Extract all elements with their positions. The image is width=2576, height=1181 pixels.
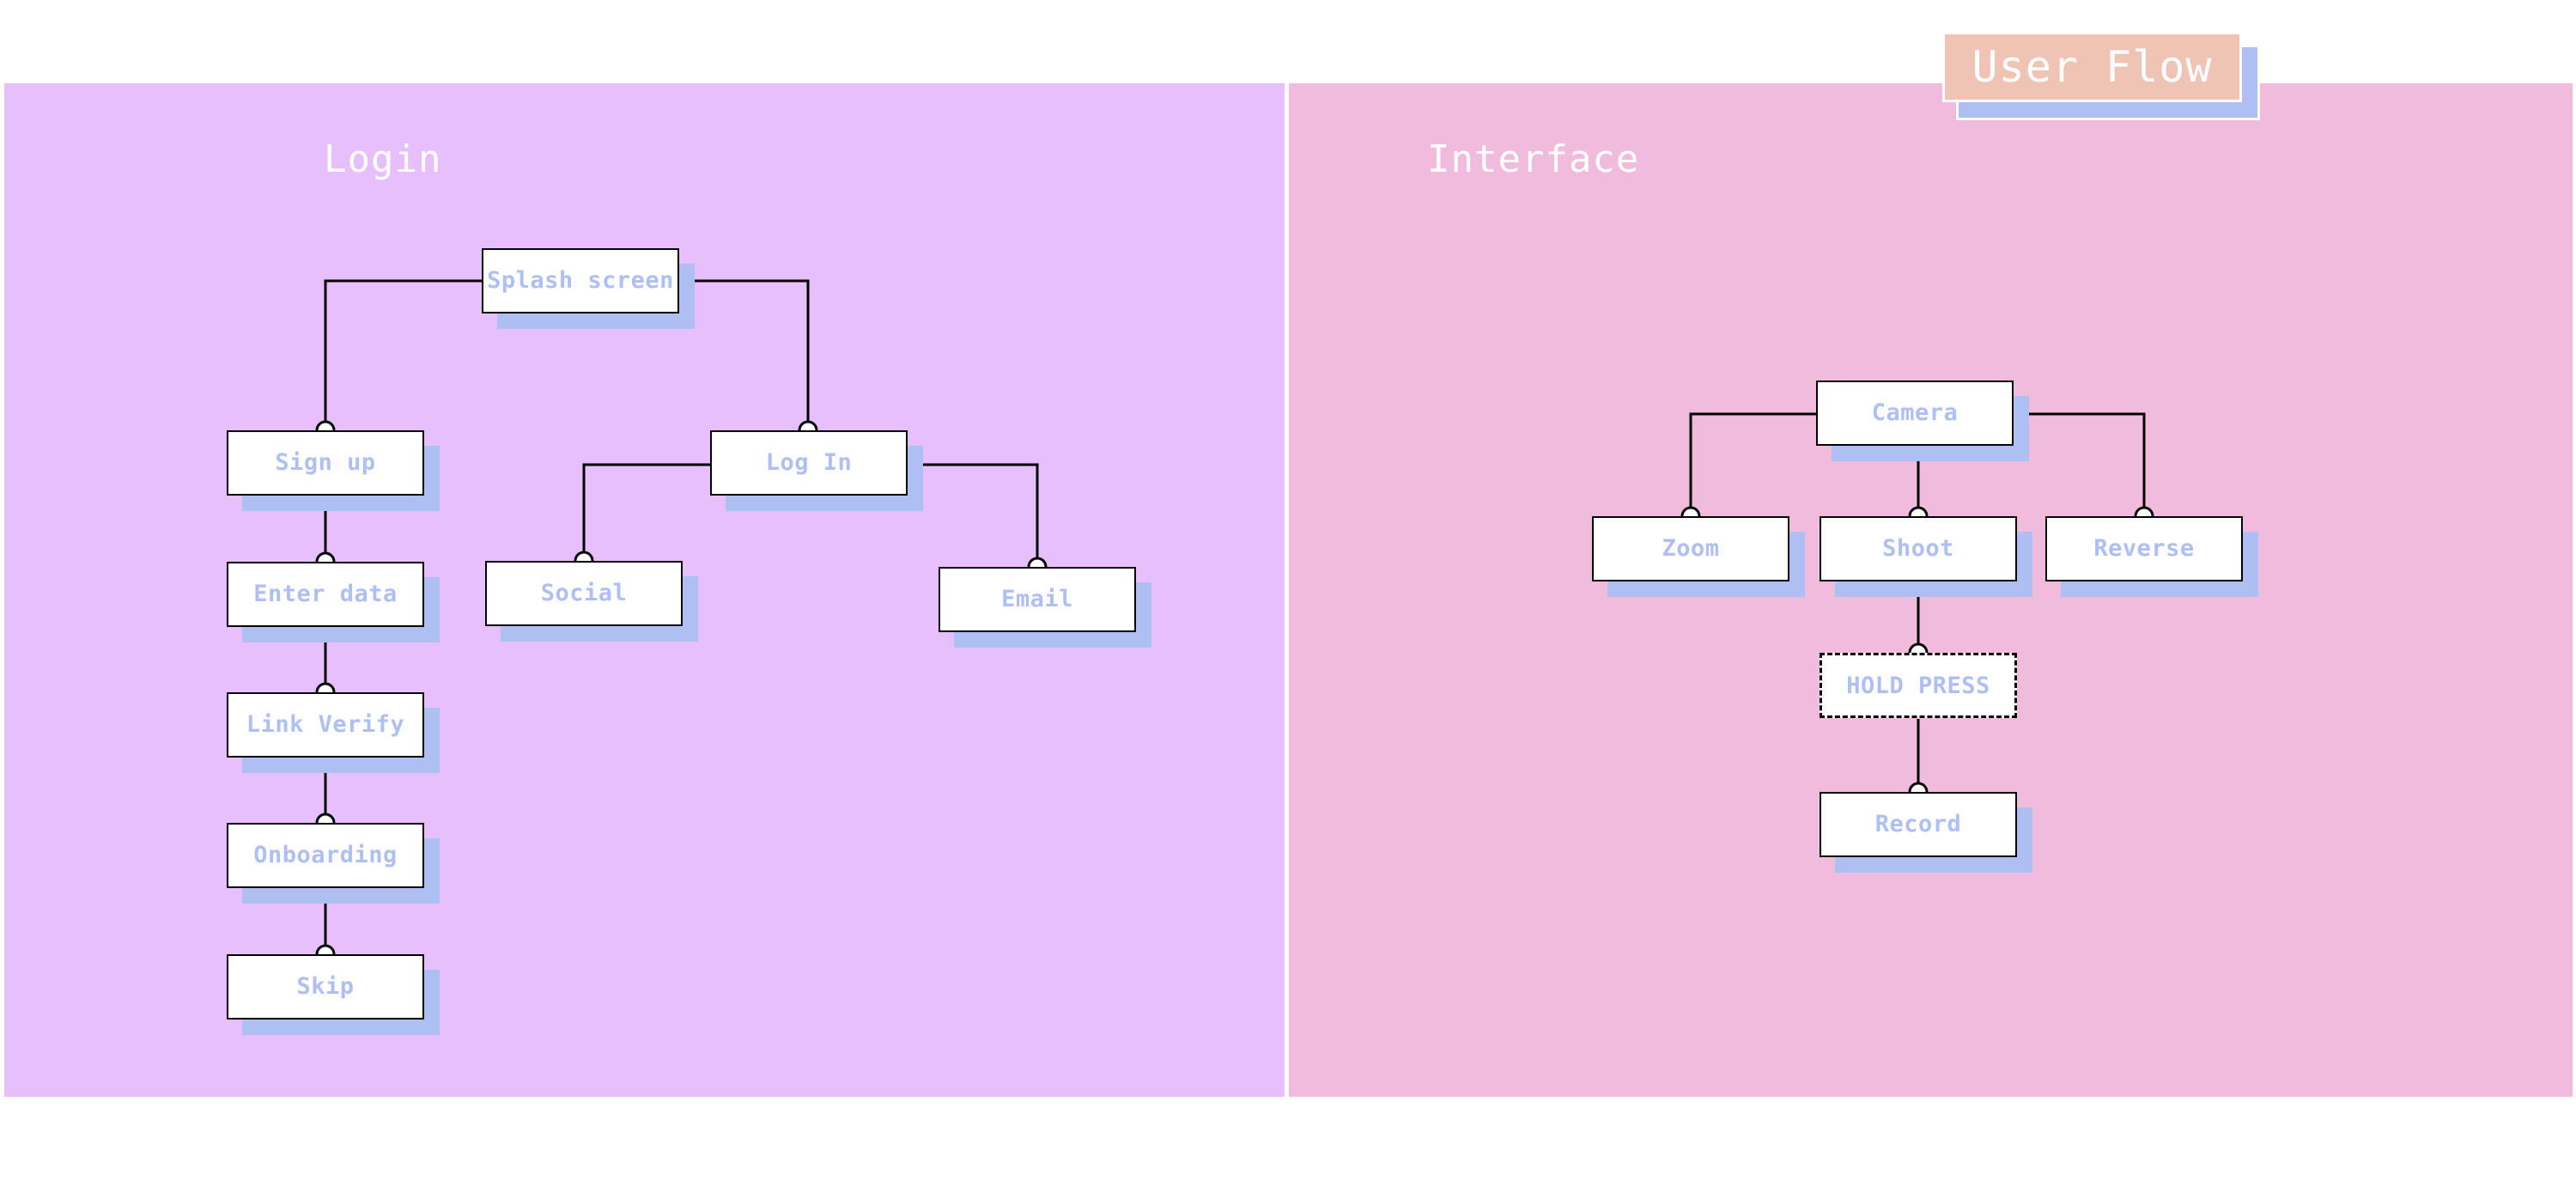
node-hold-press[interactable]: HOLD PRESS: [1820, 653, 2017, 718]
node-skip[interactable]: Skip: [227, 954, 440, 1035]
node-shoot[interactable]: Shoot: [1820, 516, 2032, 597]
node-box: Link Verify: [227, 692, 424, 758]
node-label: Shoot: [1882, 535, 1954, 562]
node-box: Onboarding: [227, 823, 424, 888]
user-flow-badge: User Flow: [1942, 32, 2242, 102]
node-box: Record: [1820, 792, 2017, 857]
node-camera[interactable]: Camera: [1816, 380, 2029, 461]
node-email[interactable]: Email: [939, 567, 1151, 648]
node-label: Skip: [296, 973, 355, 1000]
node-box: Enter data: [227, 562, 424, 627]
node-record[interactable]: Record: [1820, 792, 2032, 873]
login-panel-title: Login: [324, 137, 442, 181]
node-box: Social: [485, 561, 683, 626]
node-label: Email: [1001, 586, 1073, 612]
user-flow-badge-label: User Flow: [1971, 42, 2213, 92]
node-link-verify[interactable]: Link Verify: [227, 692, 440, 773]
node-log-in[interactable]: Log In: [710, 430, 923, 511]
interface-panel-title: Interface: [1427, 137, 1640, 181]
node-box: Splash screen: [482, 248, 679, 314]
node-box-dashed: HOLD PRESS: [1820, 653, 2017, 718]
node-sign-up[interactable]: Sign up: [227, 430, 440, 511]
node-social[interactable]: Social: [485, 561, 698, 642]
node-box: Log In: [710, 430, 908, 496]
node-label: Record: [1874, 811, 1962, 837]
node-label: Zoom: [1662, 535, 1720, 562]
node-label: Social: [540, 580, 628, 606]
node-label: HOLD PRESS: [1846, 673, 1990, 699]
node-label: Reverse: [2093, 535, 2195, 562]
node-label: Log In: [765, 449, 853, 476]
node-zoom[interactable]: Zoom: [1592, 516, 1805, 597]
node-box: Shoot: [1820, 516, 2017, 581]
node-box: Sign up: [227, 430, 424, 496]
node-reverse[interactable]: Reverse: [2045, 516, 2258, 597]
node-label: Camera: [1871, 399, 1959, 426]
node-label: Onboarding: [253, 842, 398, 868]
node-label: Link Verify: [246, 711, 405, 738]
node-splash-screen[interactable]: Splash screen: [482, 248, 695, 329]
node-box: Reverse: [2045, 516, 2243, 581]
node-box: Camera: [1816, 380, 2014, 446]
node-box: Skip: [227, 954, 424, 1020]
node-label: Enter data: [253, 581, 398, 607]
node-enter-data[interactable]: Enter data: [227, 562, 440, 642]
node-label: Sign up: [275, 449, 376, 476]
node-box: Email: [939, 567, 1136, 632]
node-box: Zoom: [1592, 516, 1789, 581]
node-onboarding[interactable]: Onboarding: [227, 823, 440, 904]
node-label: Splash screen: [487, 267, 674, 294]
